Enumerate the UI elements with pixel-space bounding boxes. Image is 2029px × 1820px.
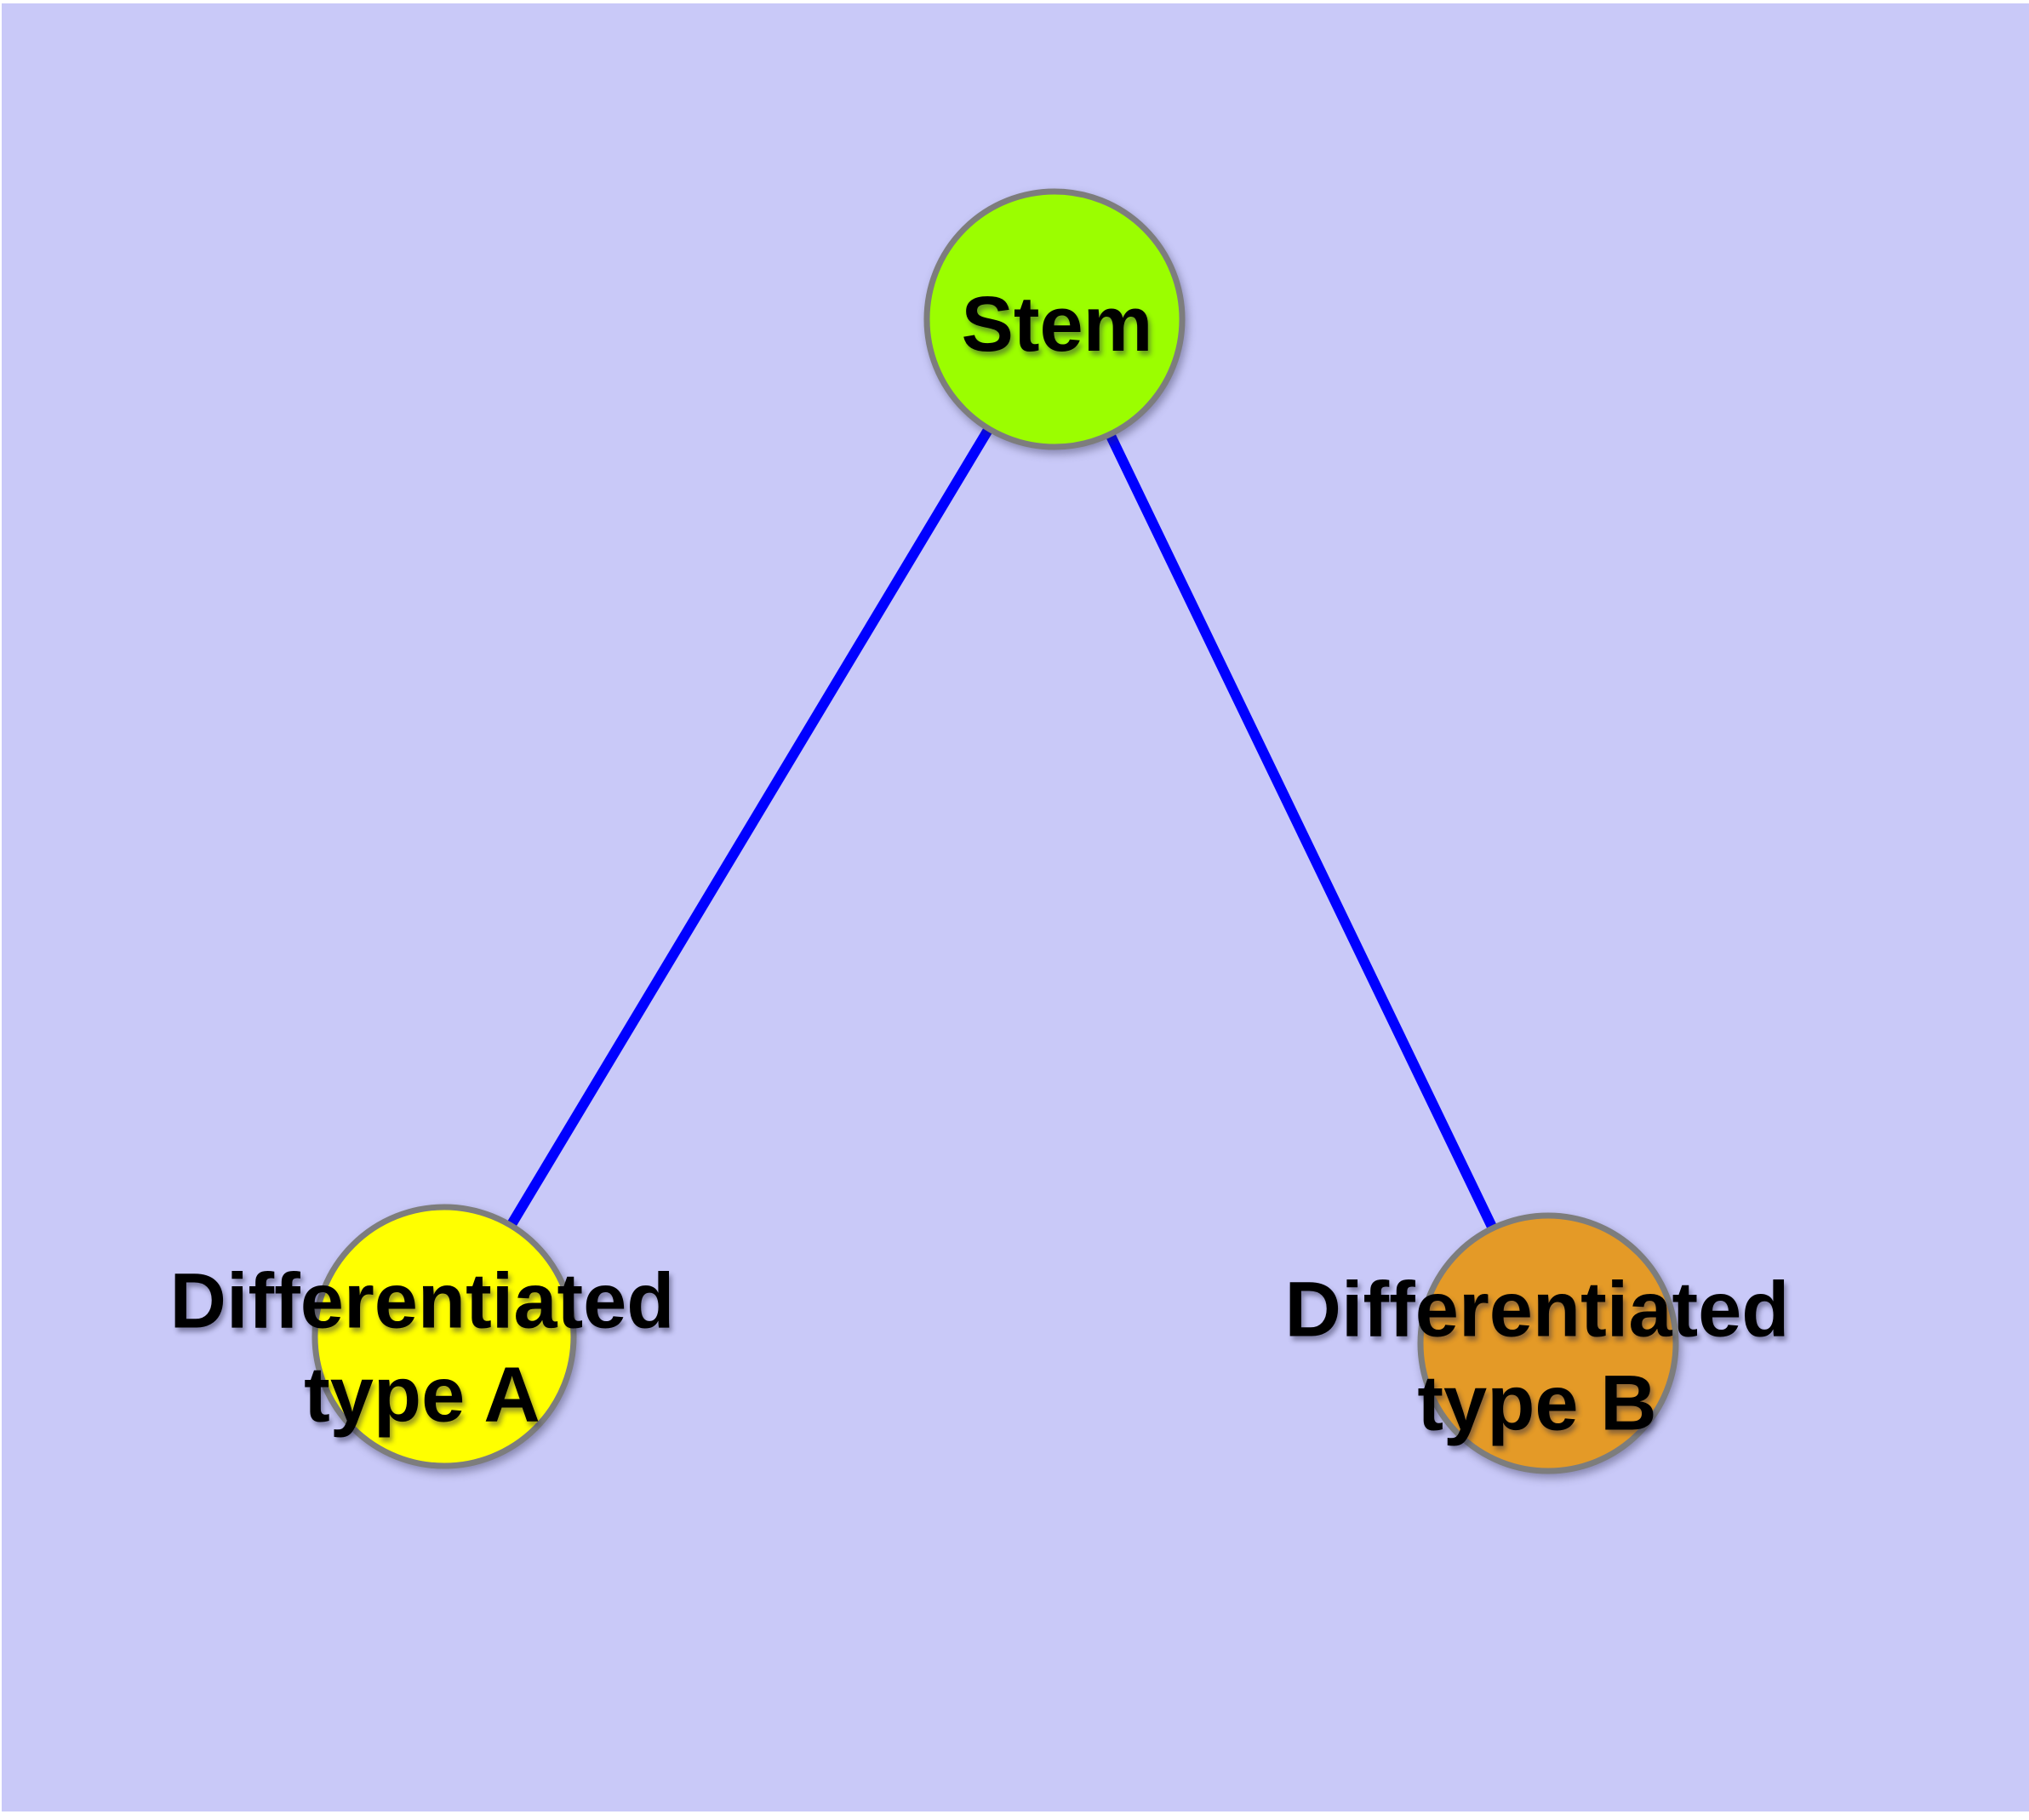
edge-stem-to-differentiated-type-b: [1049, 317, 1553, 1346]
graph: [311, 188, 1679, 1474]
node-differentiated-type-a: [311, 1204, 577, 1469]
edge-stem-to-differentiated-type-a: [439, 316, 1060, 1340]
node-stem: [923, 188, 1186, 450]
diagram-canvas: Stem Differentiated type A Differentiate…: [2, 3, 2029, 1811]
node-differentiated-type-b: [1417, 1212, 1679, 1474]
